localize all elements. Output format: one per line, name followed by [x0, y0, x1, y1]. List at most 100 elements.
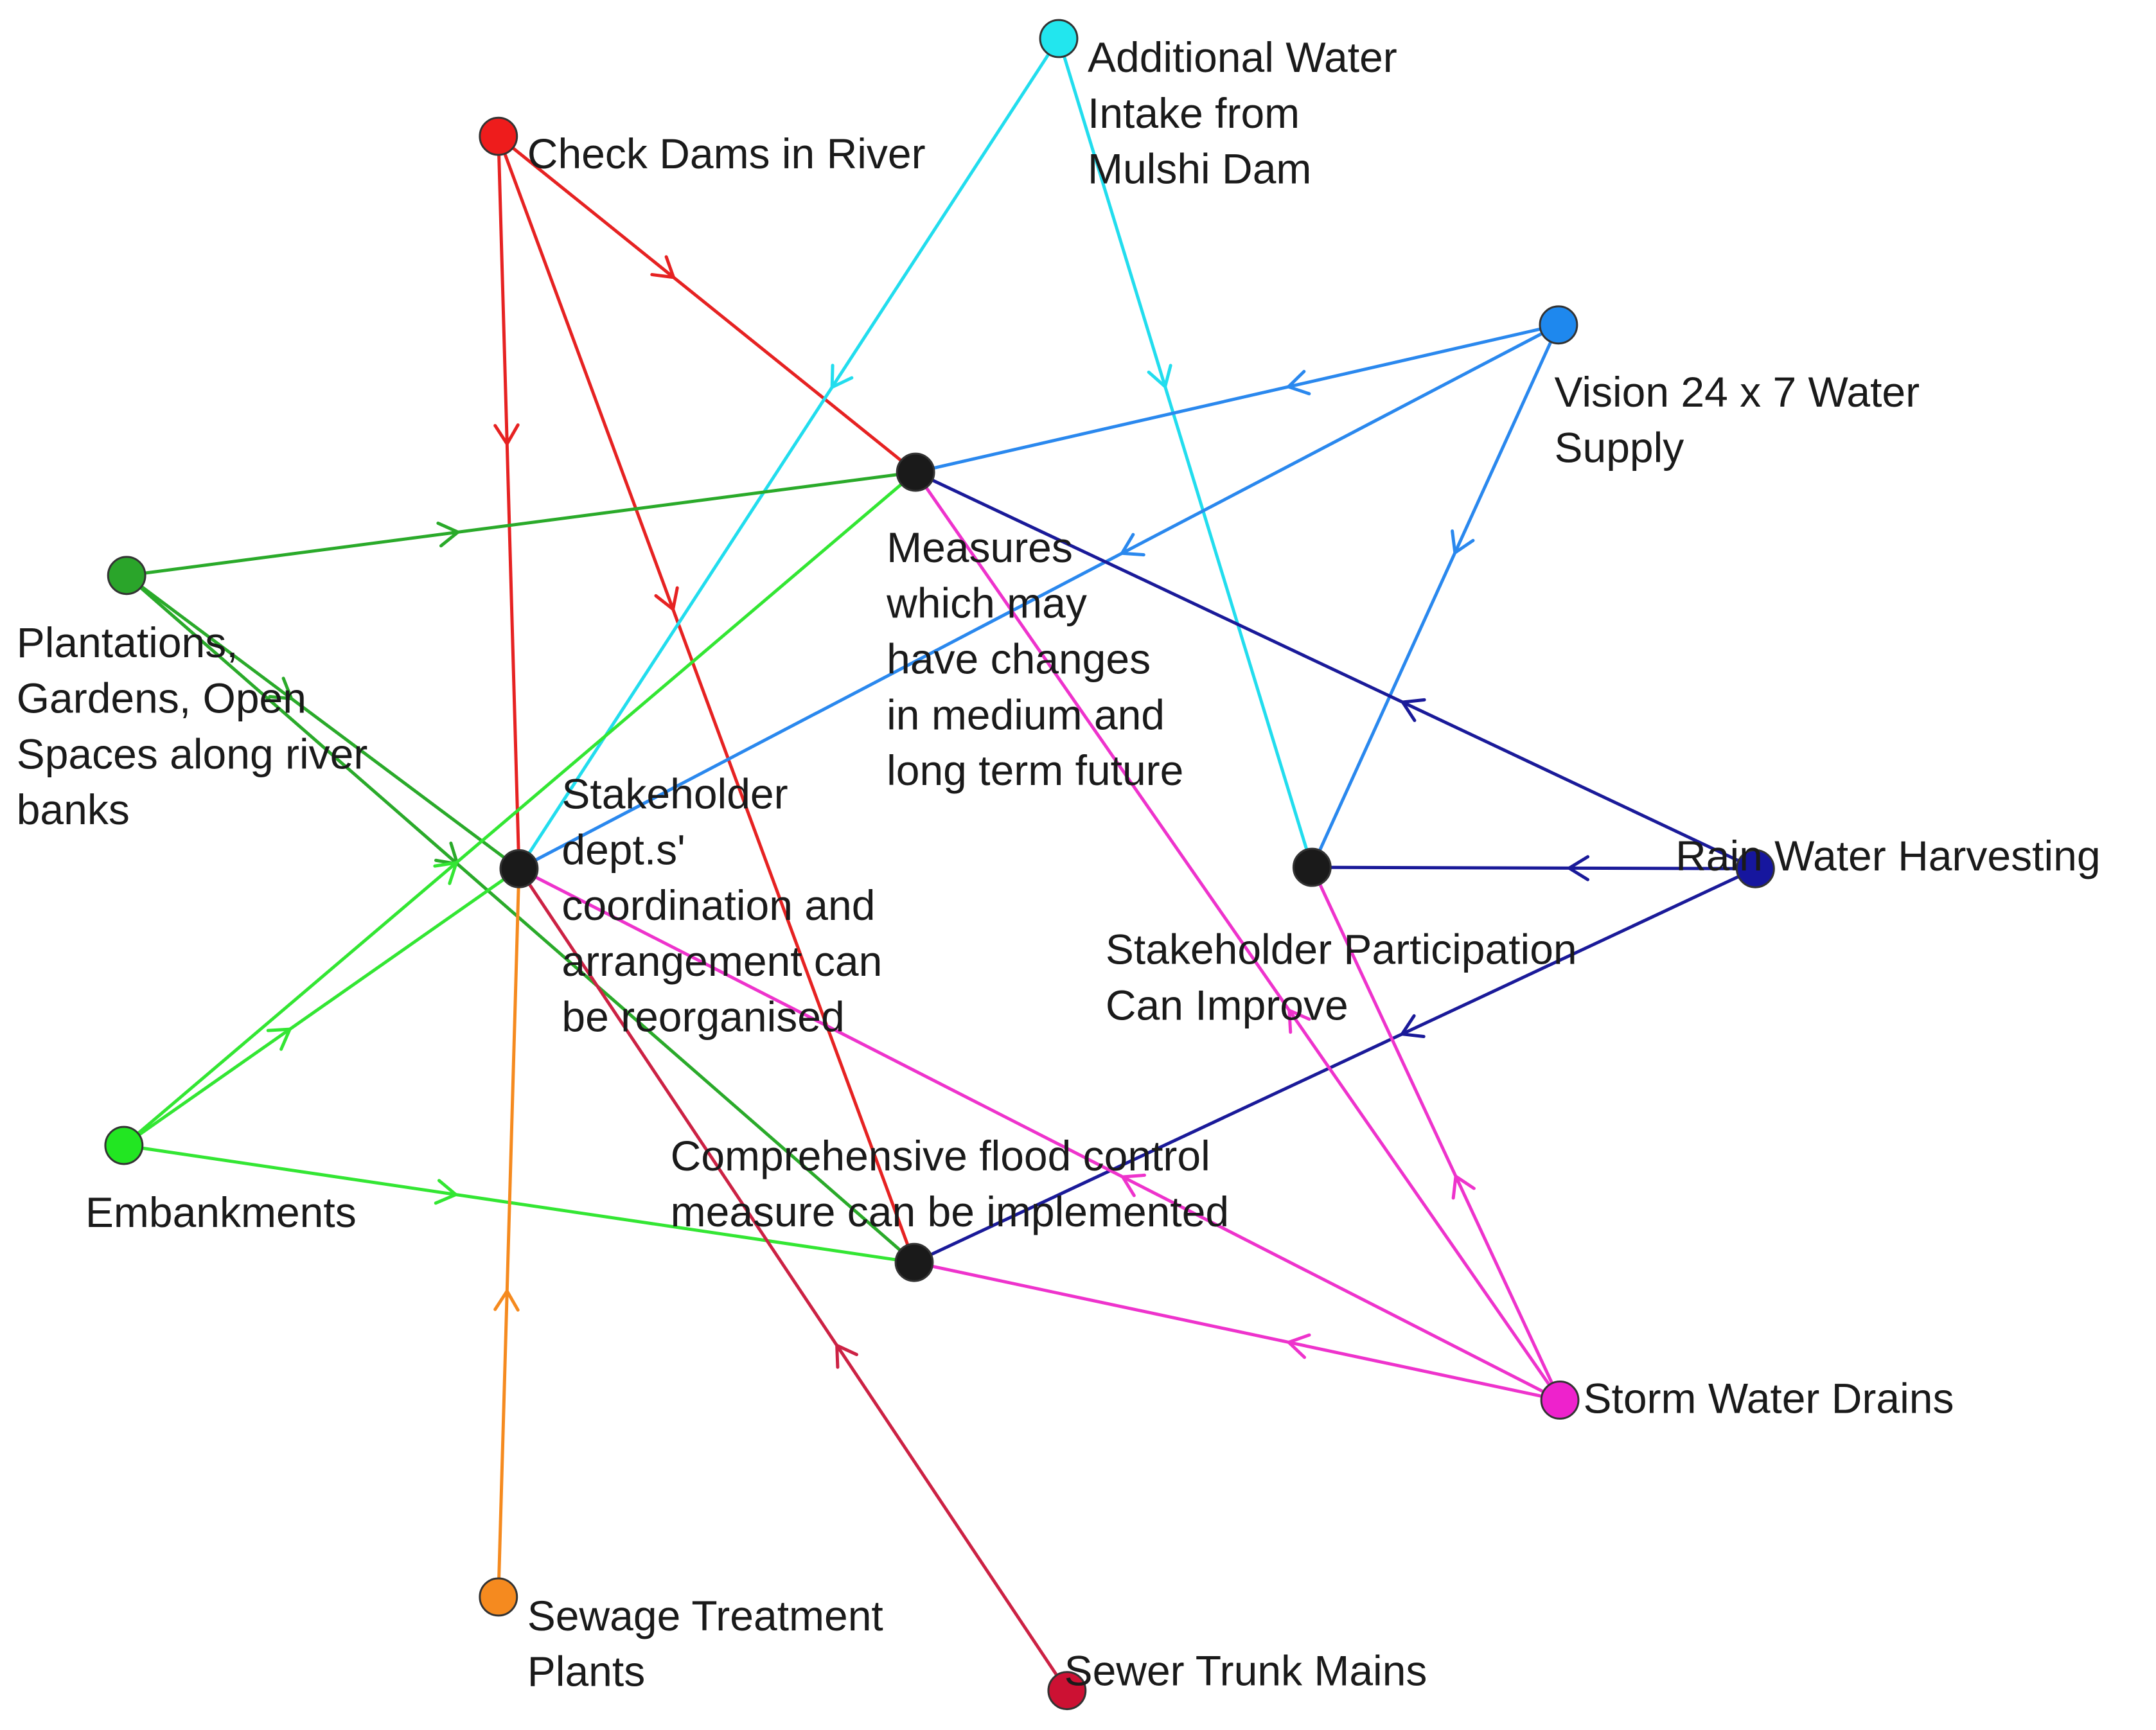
edge-storm-to-measures	[914, 471, 1562, 1401]
label-line: Additional Water	[1088, 33, 1397, 81]
label-line: Stakeholder	[561, 770, 788, 818]
label-line: Check Dams in River	[527, 130, 926, 177]
flood-control-node[interactable]	[894, 1242, 934, 1282]
edge-arrowhead-icon	[268, 676, 294, 701]
edge-sewage-to-stakeholder	[493, 869, 521, 1597]
vision-24x7-node[interactable]	[1539, 305, 1578, 345]
edge-rainwater-to-measures	[915, 470, 1756, 870]
edge-line	[517, 867, 1068, 1692]
edge-arrowhead-icon	[433, 861, 458, 885]
label-line: Measures	[887, 524, 1073, 571]
additional-water-node[interactable]	[1039, 19, 1079, 58]
edge-storm-to-flood	[914, 1260, 1560, 1402]
embankments-node[interactable]	[104, 1125, 144, 1165]
label-line: Gardens, Open	[17, 675, 306, 722]
edge-checkdams-to-flood	[497, 136, 916, 1264]
edge-rainwater-to-participation	[1312, 855, 1756, 881]
edge-checkdams-to-measures	[497, 135, 917, 474]
edge-storm-to-participation	[1311, 867, 1562, 1401]
label-line: Sewage Treatment	[527, 1592, 883, 1639]
edge-line	[517, 37, 1061, 870]
storm-water-drains-node[interactable]	[1540, 1381, 1580, 1420]
edge-line	[913, 867, 1756, 1264]
edge-line	[497, 136, 521, 869]
edge-additional-to-participation	[1057, 38, 1314, 868]
label-line: Can Improve	[1106, 981, 1348, 1028]
label-line: Mulshi Dam	[1088, 145, 1311, 193]
stakeholder-coordination-node[interactable]	[499, 849, 539, 888]
edge-arrowhead-icon	[434, 1179, 458, 1205]
label-line: long term future	[887, 746, 1183, 794]
label-line: Embankments	[85, 1188, 357, 1236]
edge-embankments-to-flood	[123, 1143, 915, 1264]
edge-arrowhead-icon	[1401, 698, 1426, 722]
edge-checkdams-to-stakeholder	[493, 136, 521, 869]
label-line: Sewer Trunk Mains	[1065, 1647, 1427, 1695]
edge-arrowhead-icon	[1400, 1014, 1426, 1038]
edge-line	[123, 471, 917, 1147]
label-line: Supply	[1554, 424, 1684, 472]
edge-line	[123, 867, 520, 1147]
stakeholder-coordination-label: Stakeholder dept.s' coordination and arrang…	[561, 770, 882, 1041]
edge-vision-to-measures	[915, 323, 1559, 474]
edge-arrowhead-icon	[1120, 533, 1145, 557]
sewer-trunk-mains-node[interactable]	[1047, 1671, 1087, 1711]
edge-plantations-to-measures	[126, 470, 916, 578]
edge-arrowhead-icon	[1147, 364, 1172, 389]
edge-line	[123, 1143, 915, 1264]
check-dams-node[interactable]	[479, 116, 518, 156]
edge-line	[125, 574, 520, 870]
embankments-label: Embankments	[85, 1188, 357, 1236]
edge-line	[126, 470, 916, 578]
sewage-treatment-node[interactable]	[479, 1577, 518, 1617]
label-line: Spaces along river	[17, 730, 368, 777]
label-line: arrangement can	[561, 937, 882, 985]
plantations-node[interactable]	[107, 556, 146, 596]
edge-arrowhead-icon	[1287, 1333, 1311, 1359]
label-line: dept.s'	[561, 825, 685, 873]
edge-line	[914, 471, 1562, 1401]
edge-arrowhead-icon	[1287, 1009, 1311, 1034]
edge-line	[1057, 38, 1314, 868]
label-line: in medium and	[887, 691, 1165, 738]
edge-plantations-to-stakeholder	[125, 574, 520, 870]
stakeholder-participation-node[interactable]	[1292, 847, 1332, 887]
label-line: Rain Water Harvesting	[1675, 832, 2100, 879]
edge-line	[518, 323, 1560, 870]
edge-sewer-to-stakeholder	[517, 867, 1068, 1692]
rain-water-harvesting-node[interactable]	[1735, 849, 1775, 888]
check-dams-label: Check Dams in River	[527, 130, 926, 177]
edge-line	[1312, 865, 1756, 870]
edge-line	[497, 136, 916, 1264]
label-line: have changes	[887, 635, 1151, 683]
edge-arrowhead-icon	[835, 1343, 858, 1369]
edge-rainwater-to-flood	[913, 867, 1756, 1264]
edge-arrowhead-icon	[1451, 529, 1475, 554]
edge-storm-to-stakeholder	[518, 867, 1561, 1402]
label-line: Vision 24 x 7 Water	[1554, 368, 1920, 416]
edge-arrowhead-icon	[1451, 1174, 1476, 1200]
edge-line	[915, 323, 1559, 474]
edge-line	[1311, 867, 1562, 1401]
label-line: Plantations,	[17, 619, 238, 666]
label-line: coordination and	[561, 881, 875, 929]
label-line: Storm Water Drains	[1583, 1374, 1954, 1422]
edge-line	[915, 470, 1756, 870]
edge-line	[518, 867, 1561, 1402]
edge-line	[914, 1260, 1560, 1402]
edge-arrowhead-icon	[436, 521, 460, 548]
edge-line	[1311, 324, 1560, 869]
measures-node[interactable]	[896, 452, 935, 492]
label-line: Comprehensive flood control	[671, 1132, 1210, 1179]
sewer-trunk-mains-label: Sewer Trunk Mains	[1065, 1647, 1427, 1695]
edge-arrowhead-icon	[493, 1289, 520, 1312]
edge-embankments-to-stakeholder	[123, 867, 520, 1147]
edge-arrowhead-icon	[1287, 369, 1311, 396]
